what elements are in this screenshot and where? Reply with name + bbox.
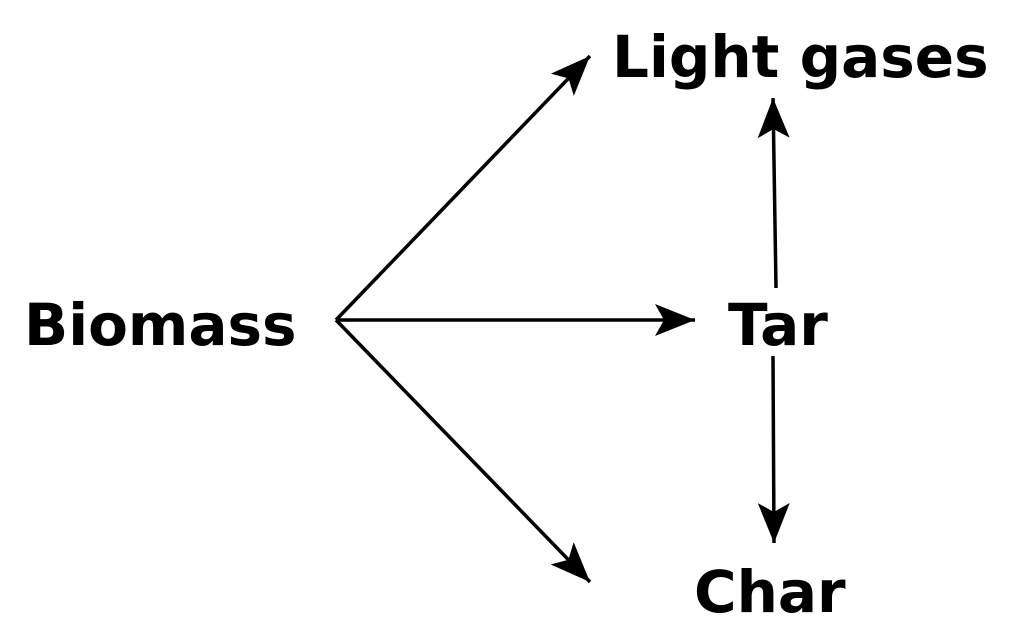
arrow-biomass-to-light-gases bbox=[334, 54, 592, 322]
node-char: Char bbox=[694, 558, 846, 626]
node-biomass: Biomass bbox=[24, 291, 297, 359]
arrow-biomass-to-char bbox=[334, 318, 592, 584]
arrow-tar-to-light-gases bbox=[757, 97, 790, 289]
node-tar: Tar bbox=[728, 291, 828, 359]
arrow-tar-to-char bbox=[757, 355, 790, 544]
node-light-gases: Light gases bbox=[612, 23, 989, 91]
